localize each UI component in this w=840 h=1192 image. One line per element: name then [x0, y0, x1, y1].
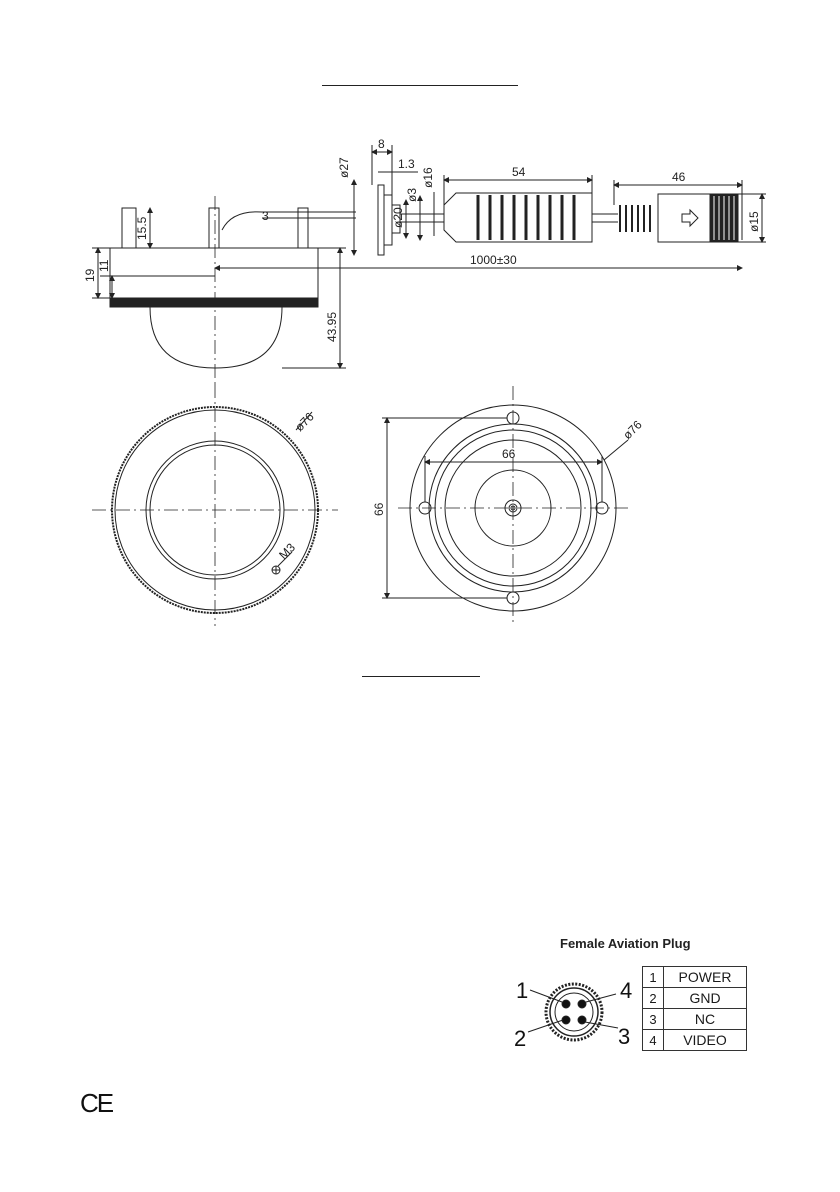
front-dim-m3: M3	[276, 540, 298, 562]
aviation-plug-icon	[528, 984, 618, 1040]
mount-post-left	[122, 208, 136, 248]
cable-bend	[222, 212, 356, 230]
pin-name: VIDEO	[664, 1030, 747, 1051]
back-dim-66-vertical: 66	[372, 502, 386, 516]
mount-post-right	[298, 208, 308, 248]
dim-h15-5: 15.5	[135, 216, 149, 240]
dim-pos3: 3	[262, 209, 269, 223]
dome-lens	[150, 307, 282, 368]
dim-d16: ø16	[421, 167, 435, 188]
plug-arrow-icon	[682, 210, 698, 226]
dim-w1-3: 1.3	[398, 157, 415, 171]
ce-mark: CE	[80, 1088, 112, 1119]
cable-flange	[378, 185, 384, 255]
pin-name: GND	[664, 988, 747, 1009]
dim-cable: 1000±30	[470, 253, 517, 267]
connector-54	[444, 193, 592, 242]
pin-label-3: 3	[618, 1024, 630, 1049]
pin-number: 2	[643, 988, 664, 1009]
dim-d20: ø20	[391, 207, 405, 228]
pin-table: 1 POWER 2 GND 3 NC 4 VIDEO	[642, 966, 747, 1051]
pin-number: 1	[643, 967, 664, 988]
pin-name: NC	[664, 1009, 747, 1030]
pin-label-4: 4	[620, 978, 632, 1003]
plug-46	[658, 194, 710, 242]
pin-number: 4	[643, 1030, 664, 1051]
dim-h43-95: 43.95	[325, 312, 339, 342]
dim-h19: 19	[83, 268, 97, 282]
dim-len46: 46	[672, 170, 686, 184]
dim-w8: 8	[378, 137, 385, 151]
table-row: 3 NC	[643, 1009, 747, 1030]
table-row: 1 POWER	[643, 967, 747, 988]
pin-name: POWER	[664, 967, 747, 988]
mount-post-center	[209, 208, 219, 248]
dim-len54: 54	[512, 165, 526, 179]
plug-title: Female Aviation Plug	[560, 936, 691, 951]
table-row: 4 VIDEO	[643, 1030, 747, 1051]
dim-d15: ø15	[747, 211, 761, 232]
table-row: 2 GND	[643, 988, 747, 1009]
dim-h11: 11	[97, 259, 111, 272]
back-view	[382, 386, 630, 626]
back-dim-d76: ø76	[620, 417, 645, 442]
front-dim-d76: ø76	[292, 409, 317, 434]
pin-label-2: 2	[514, 1026, 526, 1051]
dim-d3: ø3	[405, 188, 419, 202]
knurled-ring	[110, 298, 318, 307]
camera-body	[110, 248, 318, 298]
pin-label-1: 1	[516, 978, 528, 1003]
pin-number: 3	[643, 1009, 664, 1030]
dim-d27: ø27	[337, 157, 351, 178]
back-dim-66-horizontal: 66	[502, 447, 516, 461]
